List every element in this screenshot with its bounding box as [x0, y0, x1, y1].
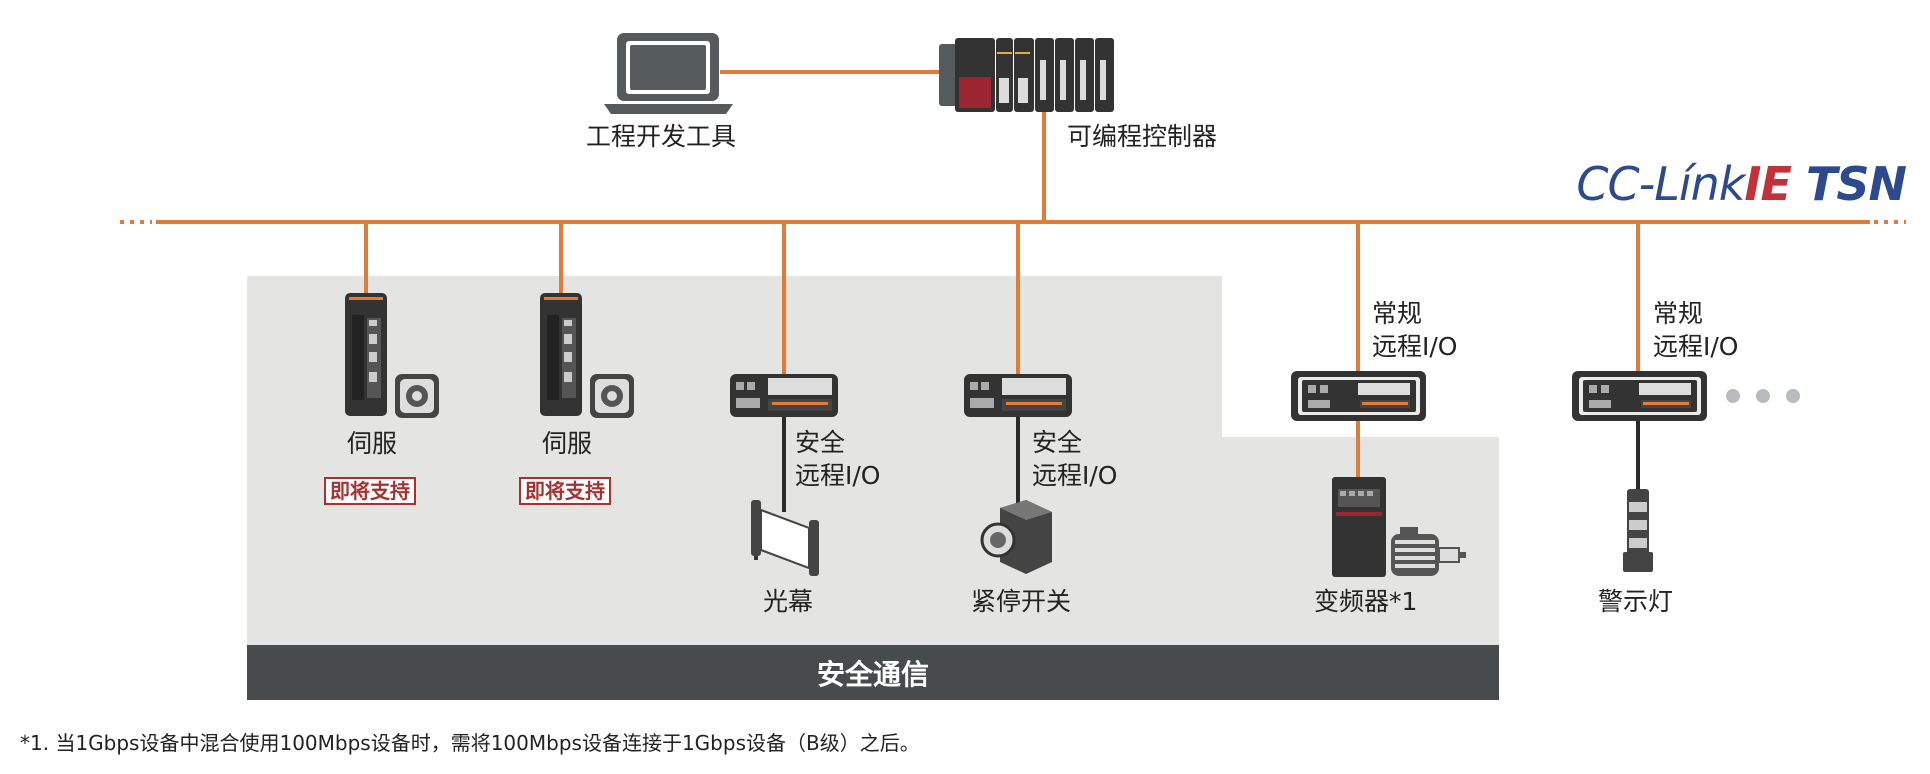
emergency-stop-icon [980, 500, 1052, 574]
safety-remote-io-icon [964, 374, 1072, 417]
safety-remote-io-label: 安全远程I/O [795, 428, 881, 490]
warning-light-icon [1623, 489, 1653, 572]
servo-amplifier-icon [540, 293, 634, 418]
more-ellipsis-icon [1726, 389, 1800, 403]
light-curtain-label: 光幕 [763, 587, 814, 616]
servo-amplifier-icon [345, 293, 439, 418]
inverter-icon [1332, 477, 1466, 577]
local-wires [782, 416, 1640, 512]
light-curtain-icon [751, 500, 819, 576]
remote-io-icon [1291, 371, 1426, 421]
coming-soon-badge: 即将支持 [519, 477, 611, 505]
servo-label: 伺服 [347, 429, 398, 458]
safety-remote-io-label: 安全远程I/O [1032, 428, 1118, 490]
safety-communication-label: 安全通信 [816, 657, 929, 691]
emergency-stop-label: 紧停开关 [971, 587, 1072, 616]
servo-label: 伺服 [542, 429, 593, 458]
coming-soon-badge: 即将支持 [324, 477, 416, 505]
plc-icon [939, 38, 1114, 112]
cc-link-ie-tsn-logo: CC-LínkIE TSN [1576, 157, 1907, 211]
safety-remote-io-icon [730, 374, 838, 417]
warning-light-label: 警示灯 [1598, 587, 1674, 616]
engineering-tool-label: 工程开发工具 [586, 122, 737, 151]
remote-io-icon [1572, 371, 1707, 421]
laptop-icon [604, 33, 733, 114]
inverter-label: 变频器*1 [1314, 587, 1418, 616]
remote-io-label: 常规远程I/O [1372, 299, 1458, 361]
network-drops [364, 70, 1640, 478]
footnote: *1. 当1Gbps设备中混合使用100Mbps设备时，需将100Mbps设备连… [20, 731, 920, 755]
remote-io-label: 常规远程I/O [1653, 299, 1739, 361]
safety-communication-bar [247, 645, 1499, 700]
plc-label: 可编程控制器 [1067, 122, 1218, 151]
